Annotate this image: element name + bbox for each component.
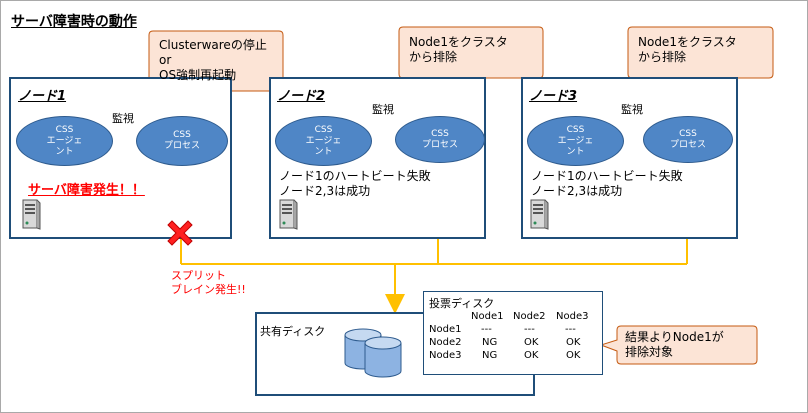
disk-icon — [344, 328, 402, 378]
vote-cell: OK — [524, 337, 539, 348]
callout-node1-text: Clusterwareの停止 or OS強制再起動 — [159, 38, 267, 82]
page-title: サーバ障害時の動作 — [11, 14, 137, 30]
node-3-status: ノード1のハートビート失敗 ノード2,3は成功 — [531, 169, 683, 198]
vote-cell: OK — [566, 337, 581, 348]
vote-col-header: Node1 — [471, 311, 504, 322]
vote-row-label: Node1 — [429, 324, 462, 335]
node-2-monitor-label: 監視 — [372, 103, 394, 116]
server-icon — [279, 199, 298, 230]
node-1-label: ノード1 — [18, 89, 67, 104]
failure-label: サーバ障害発生！！ — [28, 183, 145, 198]
callout-node3-text: Node1をクラスタ から排除 — [638, 35, 737, 64]
callout-result-shape — [599, 325, 758, 365]
node-3-label: ノード3 — [529, 89, 578, 104]
vote-cell: --- — [481, 324, 492, 335]
cross-icon — [167, 220, 193, 246]
node-2-label: ノード2 — [277, 89, 326, 104]
server-icon — [530, 199, 549, 230]
vote-col-header: Node2 — [513, 311, 546, 322]
vote-cell: --- — [524, 324, 535, 335]
shared-disk-label: 共有ディスク — [260, 325, 326, 338]
callout-node2-text: Node1をクラスタ から排除 — [409, 35, 508, 64]
vote-cell: NG — [482, 350, 498, 361]
vote-cell: OK — [566, 350, 581, 361]
vote-cell: OK — [524, 350, 539, 361]
node-1-monitor-label: 監視 — [112, 112, 134, 125]
vote-row-label: Node2 — [429, 337, 462, 348]
voting-disk-table: Node1 Node2 Node3 Node1 --- --- --- Node… — [423, 291, 601, 373]
vote-col-header: Node3 — [556, 311, 589, 322]
vote-cell: NG — [482, 337, 498, 348]
node-2-status: ノード1のハートビート失敗 ノード2,3は成功 — [279, 169, 431, 198]
voting-disk-box — [423, 291, 603, 375]
voting-disk-title: 投票ディスク — [429, 297, 495, 310]
server-icon — [22, 199, 41, 230]
split-brain-label: スプリット ブレイン発生!! — [171, 269, 246, 296]
vote-cell: --- — [565, 324, 576, 335]
callout-result-text: 結果よりNode1が 排除対象 — [625, 330, 724, 359]
vote-row-label: Node3 — [429, 350, 462, 361]
node-3-monitor-label: 監視 — [621, 103, 643, 116]
